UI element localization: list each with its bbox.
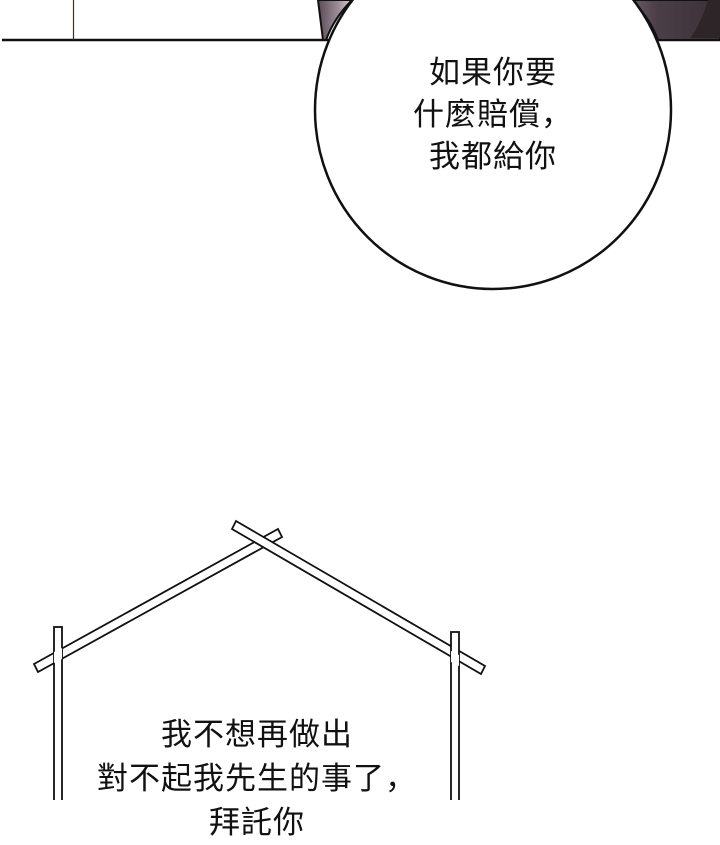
house-bubble-text: 我不想再做出 對不起我先生的事了， 拜託你 bbox=[57, 713, 457, 845]
roof-bar-right bbox=[230, 519, 487, 676]
wall-right bbox=[450, 631, 460, 800]
speech-bubble-text: 如果你要 什麼賠償， 我都給你 bbox=[393, 52, 593, 178]
speech-line: 我都給你 bbox=[429, 139, 557, 175]
house-bubble bbox=[32, 519, 487, 800]
speech-line: 什麼賠償， bbox=[413, 97, 573, 133]
comic-artwork bbox=[2, 0, 720, 800]
roof-bar-left bbox=[32, 527, 284, 674]
thought-line: 我不想再做出 bbox=[161, 717, 353, 753]
speech-bubble-circle bbox=[313, 0, 673, 291]
thought-line: 拜託你 bbox=[209, 805, 305, 841]
dark-object-shade bbox=[690, 0, 720, 38]
thought-line: 對不起我先生的事了， bbox=[97, 761, 417, 797]
speech-line: 如果你要 bbox=[429, 55, 557, 91]
wall-left bbox=[53, 626, 63, 800]
